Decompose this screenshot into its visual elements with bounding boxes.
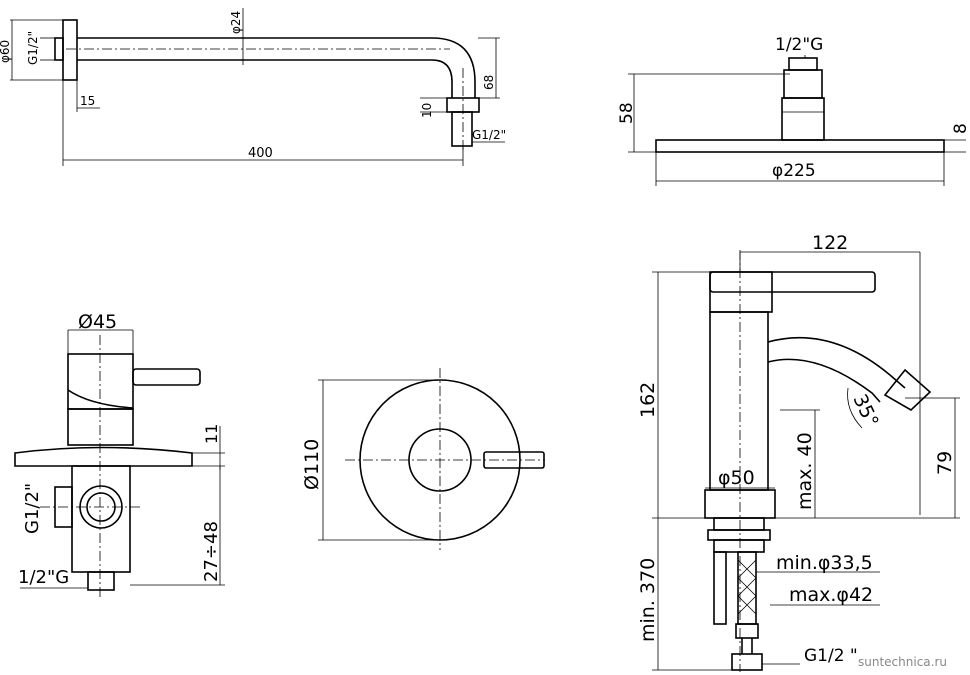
- tap-hose-hatching: [737, 559, 757, 615]
- mixer-dim-27-48-label: 27÷48: [201, 521, 222, 582]
- watermark: suntechnica.ru: [858, 655, 947, 669]
- tap-hose-nut: [731, 653, 763, 671]
- arm-dia-60-label: φ60: [0, 40, 12, 63]
- tap-min-370-label: min. 370: [637, 558, 659, 642]
- mixer-bottom-outlet: [87, 571, 115, 591]
- head-disc: [655, 139, 945, 153]
- tap-angle-arc: [847, 387, 863, 429]
- mixer-cover-plate: [14, 446, 193, 467]
- tap-hose-ferrule: [735, 623, 759, 639]
- head-dia-225-label: φ225: [772, 161, 816, 181]
- arm-dim-400-label: 400: [248, 146, 273, 161]
- tap-angle-35-label: 35°: [848, 391, 882, 431]
- shower-arm-view: φ60 G1/2" φ24 15 68 10 G1/2" 400: [0, 8, 506, 166]
- tap-dim-122-label: 122: [812, 232, 848, 254]
- tap-body: [709, 311, 769, 491]
- tap-spout-bottom: [767, 358, 881, 403]
- tap-stud: [713, 551, 727, 625]
- arm-dim-68-label: 68: [482, 75, 496, 90]
- concealed-mixer-view: Ø45 11 G1/2" 27÷48 1/2"G: [14, 311, 225, 600]
- arm-elbow-outer: [431, 37, 476, 98]
- tap-nut: [713, 539, 765, 553]
- tap-spout-top: [767, 336, 906, 389]
- mixer-body: [71, 465, 131, 573]
- arm-dim-10-label: 10: [420, 103, 434, 118]
- shower-head-view: 1/2"G 58 8 φ225: [617, 35, 970, 186]
- tap-max-40-label: max. 40: [794, 432, 816, 510]
- arm-thread-left-label: G1/2": [26, 31, 40, 65]
- mixer-lever: [132, 368, 201, 386]
- mixer-cartridge: [67, 408, 134, 446]
- flange-connector: [54, 37, 64, 61]
- tap-lever: [709, 271, 876, 293]
- tap-dim-79-label: 79: [934, 451, 956, 475]
- mixer-thread-g-label: G1/2": [22, 483, 43, 534]
- mixer-handle-body: [67, 353, 134, 410]
- head-dim-8-label: 8: [951, 123, 970, 134]
- mixer-dim-11-label: 11: [202, 424, 221, 444]
- head-dim-58-label: 58: [617, 102, 637, 124]
- arm-thread-right-label: G1/2": [472, 128, 506, 142]
- tap-dim-162-label: 162: [637, 382, 659, 418]
- tap-dia-50-label: φ50: [718, 467, 755, 489]
- arm-dim-15-label: 15: [80, 94, 95, 108]
- cover-plate-front-view: Ø110: [301, 368, 545, 550]
- arm-dia-24-label: φ24: [229, 11, 243, 34]
- tap-max-dia-label: max.φ42: [789, 584, 873, 606]
- head-swivel: [781, 97, 825, 141]
- head-nut: [788, 57, 818, 71]
- arm-outlet-thread: [451, 111, 473, 147]
- arm-elbow-inner: [431, 59, 453, 98]
- plate-dia-110-label: Ø110: [301, 439, 323, 490]
- tap-thread-label: G1/2 ": [804, 646, 858, 666]
- tap-nut-plate: [707, 529, 771, 541]
- mixer-thread-bottom-label: 1/2"G: [18, 567, 69, 588]
- wall-flange: [62, 19, 78, 81]
- tap-min-dia-label: min.φ33,5: [776, 552, 873, 574]
- mixer-dia-45-label: Ø45: [78, 311, 117, 333]
- mixer-handle-bevel: [67, 389, 134, 409]
- head-thread-label: 1/2"G: [775, 35, 823, 55]
- tap-washer: [713, 517, 765, 531]
- tap-aerator: [883, 368, 932, 411]
- basin-tap-view: 122 162 35° max. 40 79 φ50 min. 370 min.…: [637, 232, 960, 672]
